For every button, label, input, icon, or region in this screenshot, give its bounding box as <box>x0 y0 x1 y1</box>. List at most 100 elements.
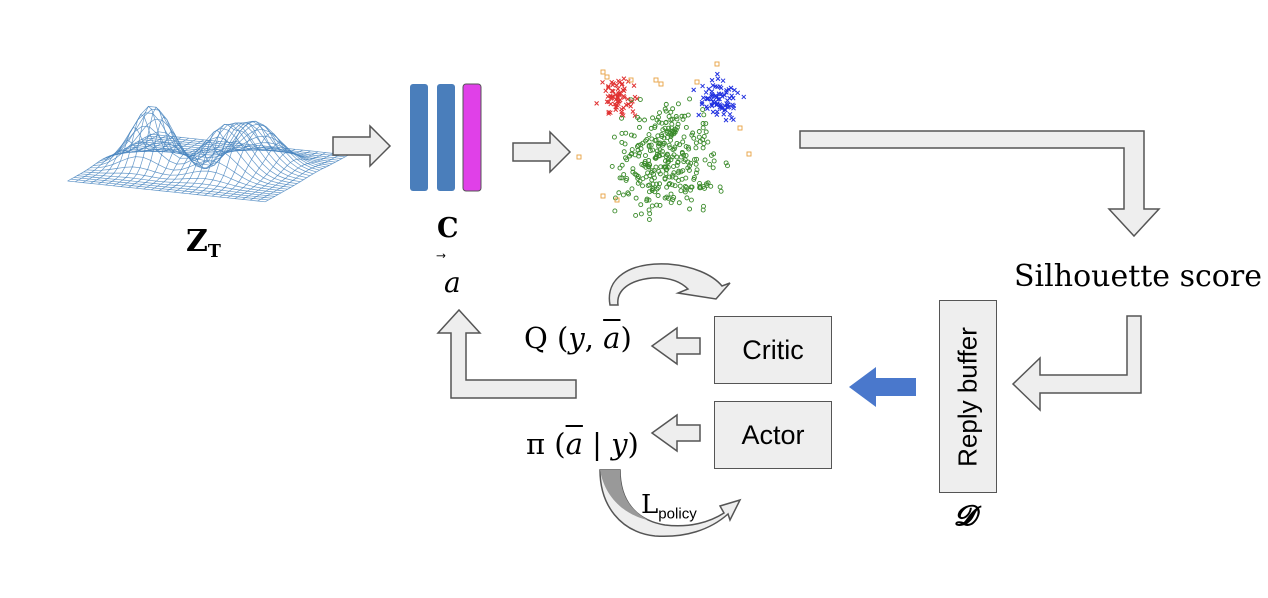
scatter-point <box>673 175 679 181</box>
scatter-point <box>681 159 687 165</box>
scatter-point <box>705 139 711 145</box>
scatter-point <box>658 164 664 170</box>
arrow-scatter-to-silhouette <box>799 130 1161 238</box>
scatter-point <box>620 192 626 198</box>
scatter-point <box>644 198 650 204</box>
scatter-point <box>643 153 648 158</box>
mesh-line <box>219 132 303 198</box>
scatter-point <box>644 137 650 142</box>
scatter-point <box>632 94 638 100</box>
scatter-point <box>723 117 729 123</box>
mesh-surface-icon <box>67 105 349 203</box>
scatter-point <box>606 83 611 89</box>
curved-arrow-q-update <box>608 263 731 306</box>
scatter-point <box>727 111 733 117</box>
scatter-point <box>697 185 703 191</box>
scatter-point <box>660 127 666 133</box>
scatter-point <box>603 88 609 94</box>
scatter-point <box>675 160 681 166</box>
arrow-critic-to-q <box>650 326 701 366</box>
scatter-point <box>664 194 670 200</box>
scatter-point <box>649 203 655 209</box>
scatter-point <box>663 120 669 126</box>
scatter-point <box>690 130 696 136</box>
scatter-point <box>619 115 625 121</box>
scatter-point <box>713 93 718 99</box>
scatter-point <box>686 146 692 152</box>
c-label: C <box>437 213 459 244</box>
scatter-point <box>696 129 702 134</box>
scatter-point <box>616 78 621 84</box>
scatter-point <box>674 140 680 146</box>
scatter-point <box>703 90 709 95</box>
scatter-point <box>609 163 615 169</box>
scatter-point <box>669 121 675 127</box>
scatter-point <box>656 114 661 120</box>
scatter-point <box>611 134 617 140</box>
scatter-point <box>633 212 639 218</box>
scatter-point <box>604 99 610 105</box>
critic-label: Critic <box>742 334 804 365</box>
scatter-point <box>726 104 732 110</box>
scatter-point <box>666 181 672 187</box>
scatter-point <box>732 87 737 93</box>
scatter-point <box>719 105 724 110</box>
c-bar-2 <box>437 84 455 191</box>
scatter-point <box>691 87 697 93</box>
scatter-point <box>665 160 671 165</box>
scatter-point <box>668 137 673 143</box>
scatter-point <box>687 206 693 212</box>
scatter-point <box>729 115 734 121</box>
critic-box: Critic <box>714 316 832 384</box>
scatter-point <box>730 95 736 101</box>
action-vector-label: ⃗a <box>444 266 461 299</box>
scatter-point <box>722 92 727 98</box>
scatter-point <box>664 128 670 134</box>
scatter-point <box>664 135 670 140</box>
scatter-point <box>668 200 674 206</box>
scatter-point <box>706 86 712 92</box>
scatter-point <box>703 129 709 135</box>
scatter-point <box>621 88 627 94</box>
mesh-line <box>257 153 341 202</box>
scatter-point <box>615 101 621 106</box>
scatter-point <box>619 162 625 168</box>
scatter-point <box>688 197 694 203</box>
scatter-point <box>709 77 715 83</box>
scatter-point <box>625 101 631 107</box>
scatter-point <box>657 181 662 187</box>
scatter-point <box>655 133 661 139</box>
scatter-point <box>658 81 664 87</box>
scatter-point <box>721 111 727 117</box>
scatter-point <box>720 78 726 84</box>
scatter-point <box>710 83 716 88</box>
scatter-point <box>613 92 618 98</box>
scatter-point <box>672 183 678 189</box>
scatter-point <box>679 149 685 155</box>
scatter-point <box>704 181 709 187</box>
scatter-point <box>649 168 655 174</box>
scatter-point <box>655 193 661 198</box>
scatter-point <box>628 77 634 83</box>
scatter-point <box>633 195 639 201</box>
scatter-point <box>621 93 626 99</box>
scatter-point <box>688 184 694 190</box>
scatter-point <box>678 154 684 160</box>
replay-buffer-label: Reply buffer <box>952 326 983 467</box>
scatter-point <box>737 125 743 131</box>
scatter-point <box>707 161 713 167</box>
scatter-point <box>668 109 674 115</box>
scatter-point <box>679 113 685 119</box>
scatter-point <box>666 142 672 148</box>
scatter-point <box>671 146 677 152</box>
scatter-point <box>650 186 656 192</box>
scatter-point <box>681 134 687 140</box>
scatter-point <box>683 184 689 190</box>
q-value-label: Q (y, a) <box>524 321 632 355</box>
scatter-point <box>637 97 643 103</box>
scatter-point <box>635 180 641 186</box>
scatter-point <box>662 175 668 181</box>
mesh-line <box>83 171 282 194</box>
scatter-point <box>723 89 729 95</box>
scatter-point <box>677 142 683 148</box>
